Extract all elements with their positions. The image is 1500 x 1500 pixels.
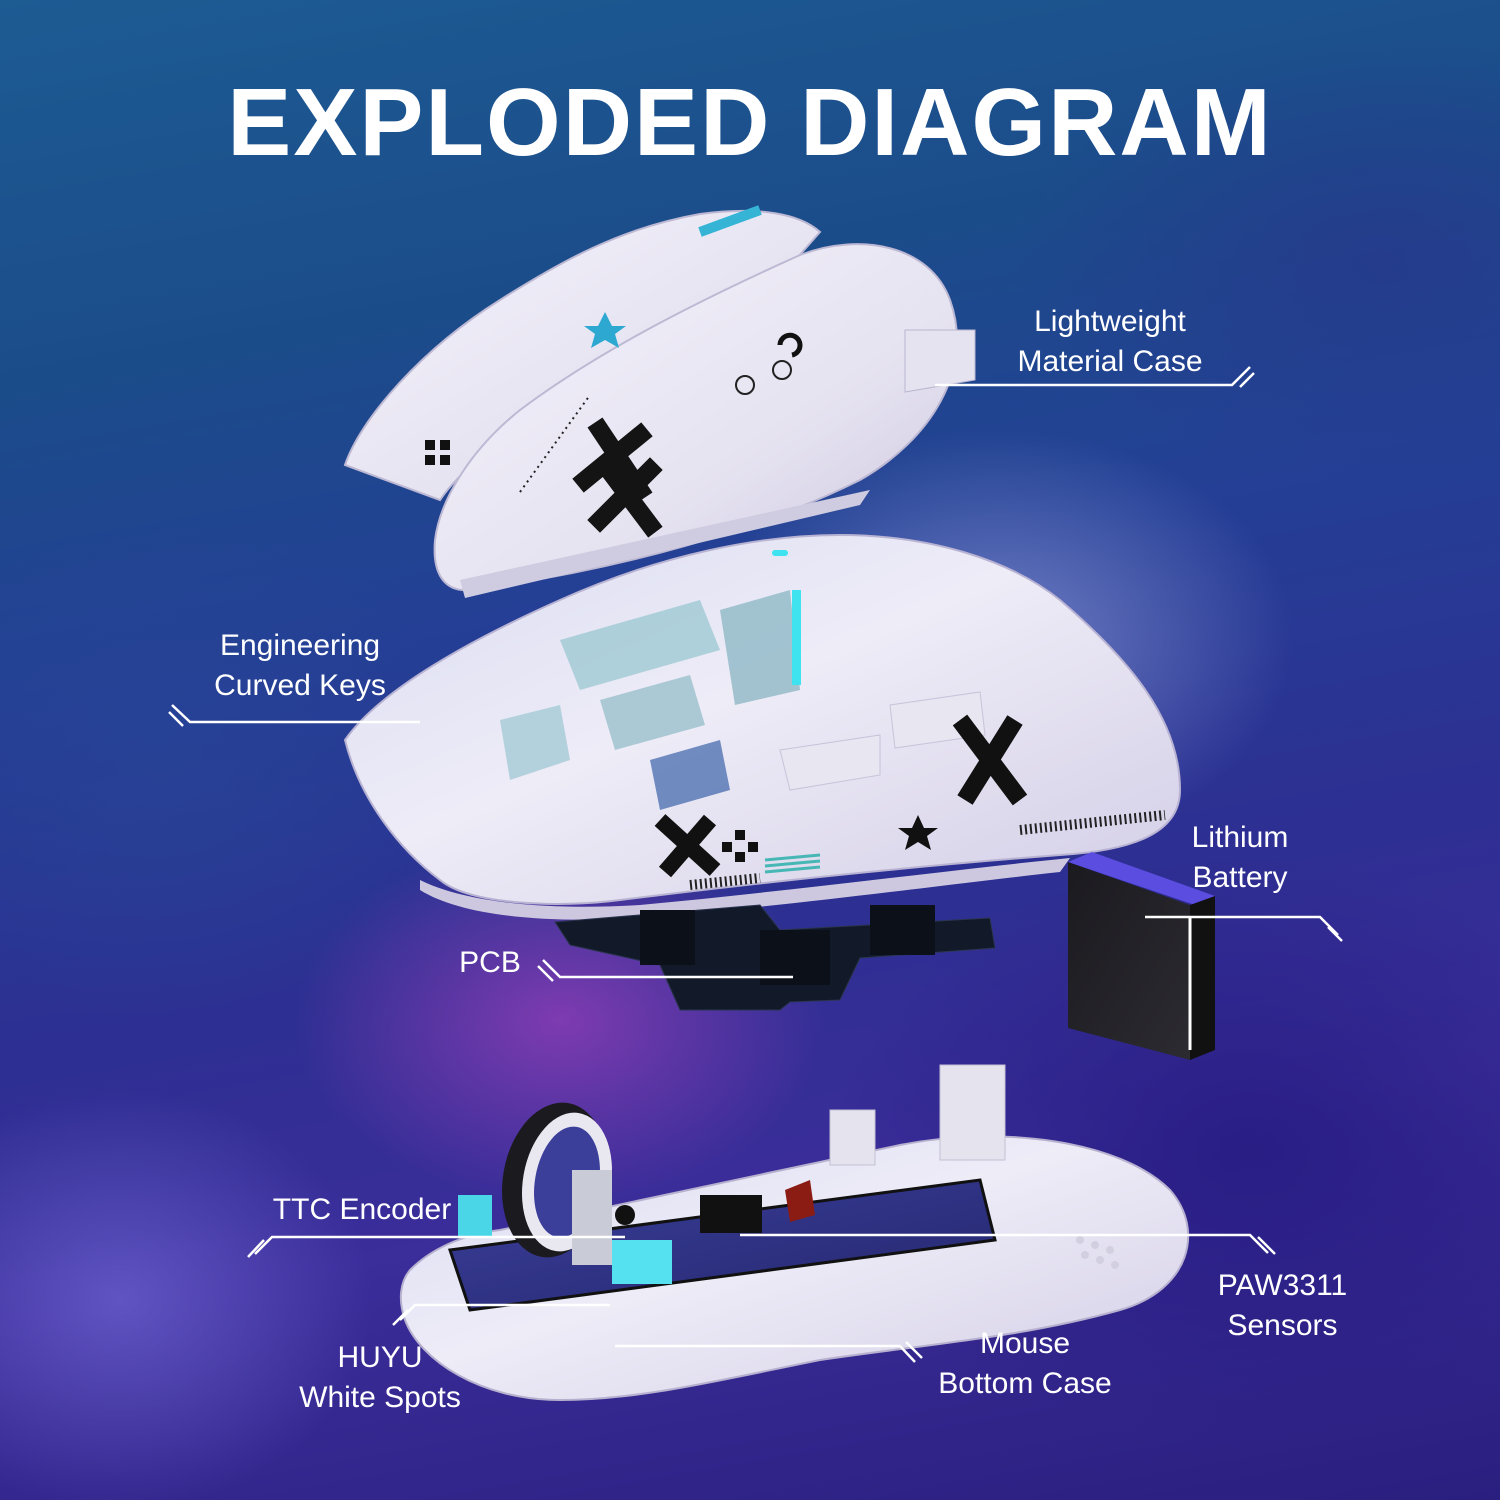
top-cover-part xyxy=(343,205,976,598)
label-line: PCB xyxy=(459,946,521,979)
label-lightweight-material-case: Lightweight Material Case xyxy=(1005,302,1215,382)
label-line: PAW3311 xyxy=(1217,1269,1348,1302)
label-line: Battery xyxy=(1192,861,1288,894)
label-line: Lithium xyxy=(1191,821,1289,854)
label-line: HUYU xyxy=(337,1341,423,1374)
pcb-part xyxy=(554,904,996,1011)
label-line: Material Case xyxy=(1017,345,1203,378)
label-paw3311-sensors: PAW3311 Sensors xyxy=(1200,1266,1365,1346)
label-engineering-curved-keys: Engineering Curved Keys xyxy=(200,626,400,706)
label-ttc-encoder: TTC Encoder xyxy=(262,1190,462,1230)
label-line: White Spots xyxy=(299,1381,461,1414)
label-line: Sensors xyxy=(1227,1309,1338,1342)
label-pcb: PCB xyxy=(450,943,530,983)
shell-part xyxy=(343,533,1182,920)
label-line: Engineering xyxy=(219,629,381,662)
label-line: Mouse xyxy=(979,1327,1071,1360)
label-huyu-white-spots: HUYU White Spots xyxy=(285,1338,475,1418)
page-title: EXPLODED DIAGRAM xyxy=(227,69,1273,176)
label-line: TTC Encoder xyxy=(272,1193,452,1226)
label-mouse-bottom-case: Mouse Bottom Case xyxy=(920,1324,1130,1404)
label-line: Lightweight xyxy=(1034,305,1186,338)
label-line: Curved Keys xyxy=(214,669,386,702)
label-line: Bottom Case xyxy=(938,1367,1112,1400)
label-lithium-battery: Lithium Battery xyxy=(1170,818,1310,898)
